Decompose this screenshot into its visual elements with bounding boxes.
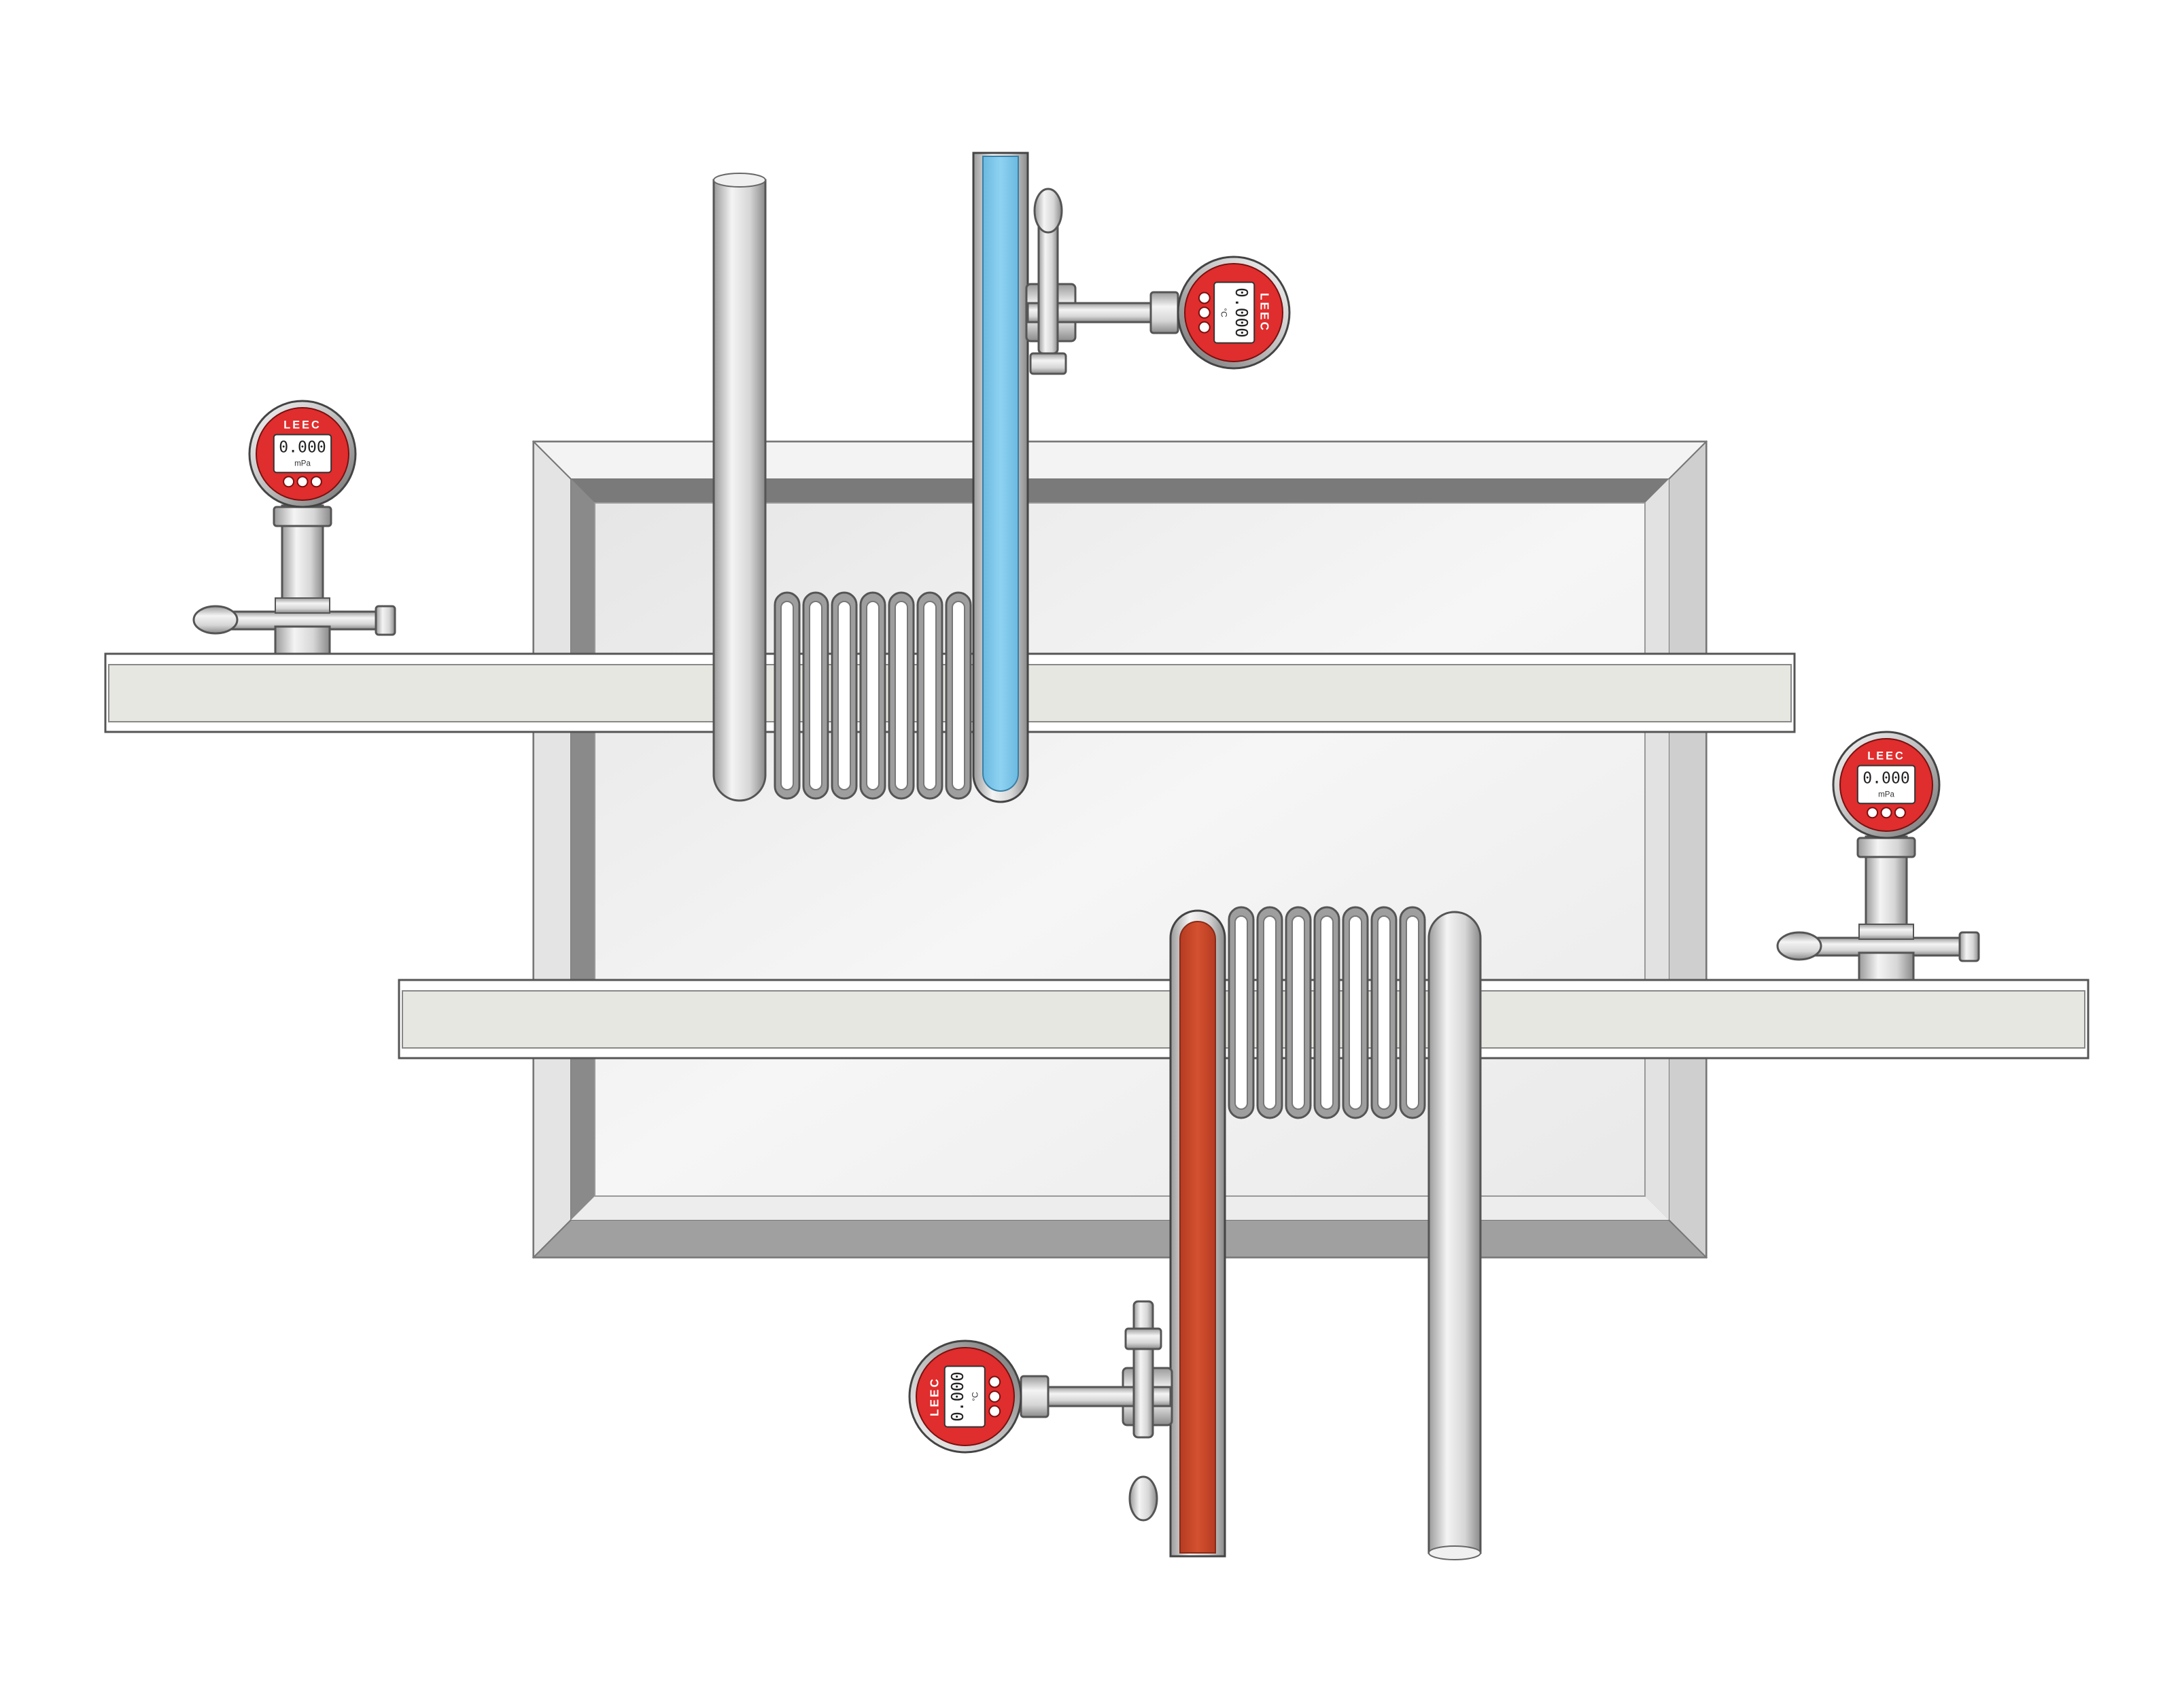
coil-loop-inner [1377,915,1391,1110]
warning-icon [1198,292,1211,304]
settings-icon [988,1390,1001,1403]
clamp-wing-nut [1128,1475,1158,1522]
gauge-neck [273,506,332,527]
vertical-gauge-mount [1776,835,1980,981]
coil-loop-inner [1234,915,1248,1110]
gauge-brand-label: LEEC [1258,293,1272,332]
gauge-unit: mPa [294,460,311,468]
gauge-unit: mPa [1878,791,1894,799]
digital-pressure-gauge: LEEC 0.000 mPa [1832,731,1941,839]
coil-loop-inner [952,601,965,790]
settings-icon [1880,807,1892,819]
gauge-lcd [273,434,332,474]
clamp-wing-nut [192,605,239,635]
coil-loop-inner [1292,915,1305,1110]
power-icon [1894,807,1906,819]
gauge-reading: 0.000 [1862,769,1910,787]
clamp-hinge [375,605,396,636]
digital-pressure-gauge: LEEC 0.000 °C [1177,256,1291,370]
gauge-neck [1020,1375,1050,1418]
digital-pressure-gauge: LEEC 0.000 mPa [248,400,357,508]
gauge-buttons [1198,292,1211,334]
gauge-neck [1149,291,1179,334]
power-icon [310,476,322,488]
coil-loop-inner [895,601,908,790]
gauge-lcd [1856,765,1916,805]
clamp-hinge [1124,1327,1162,1350]
clamp-hinge [1029,352,1067,375]
coil-loop-inner [837,601,851,790]
side-gauge-mount [1025,188,1179,375]
ferrule-base [274,625,331,655]
gauge-buttons [988,1376,1001,1418]
clamp-band [1037,216,1059,355]
gauge-reading: 0.000 [948,1371,967,1422]
warning-icon [988,1405,1001,1418]
gauge-brand-label: LEEC [283,419,322,432]
warning-icon [283,476,295,488]
lower-coil-bundle [1228,906,1426,1119]
power-icon [988,1376,1001,1388]
gauge-reading: 0.000 [1232,287,1251,338]
ferrule-base [1858,951,1915,981]
settings-icon [1198,306,1211,319]
coil-loop-inner [923,601,937,790]
ferrule-top [1858,924,1914,940]
coil-loop-inner [1349,915,1362,1110]
gauge-buttons [1867,807,1906,819]
clamp-band [1132,1300,1154,1439]
gauge-unit: °C [1219,308,1228,317]
hot-fluid-tube [1169,909,1226,1558]
gauge-neck [1856,837,1916,858]
clamp-hinge [1958,931,1980,962]
warning-icon [1867,807,1879,819]
settings-icon [296,476,309,488]
coil-loop-inner [780,601,794,790]
cold-fluid-tube [972,152,1029,803]
clamp-wing-nut [1033,188,1063,234]
coil-loop-inner [809,601,822,790]
coil-loop-inner [1406,915,1419,1110]
ferrule-top [275,597,330,614]
gauge-lcd [943,1365,986,1428]
gauge-brand-label: LEEC [1867,750,1905,763]
coil-loop-inner [866,601,880,790]
gauge-brand-label: LEEC [927,1377,941,1416]
tank-frame [532,440,1708,1259]
coil-loop-inner [1320,915,1334,1110]
coil-loop-inner [1263,915,1277,1110]
lower-steel-tube [1427,911,1482,1560]
gauge-unit: °C [971,1392,980,1401]
gauge-reading: 0.000 [279,438,326,456]
gauge-lcd [1213,281,1255,344]
gauge-buttons [283,476,322,488]
upper-steel-tube [712,173,767,802]
side-gauge-mount [1020,1300,1173,1522]
upper-coil-bundle [774,591,972,800]
power-icon [1198,321,1211,334]
vertical-gauge-mount [192,504,396,655]
digital-pressure-gauge: LEEC 0.000 °C [908,1339,1022,1454]
clamp-wing-nut [1776,931,1822,961]
